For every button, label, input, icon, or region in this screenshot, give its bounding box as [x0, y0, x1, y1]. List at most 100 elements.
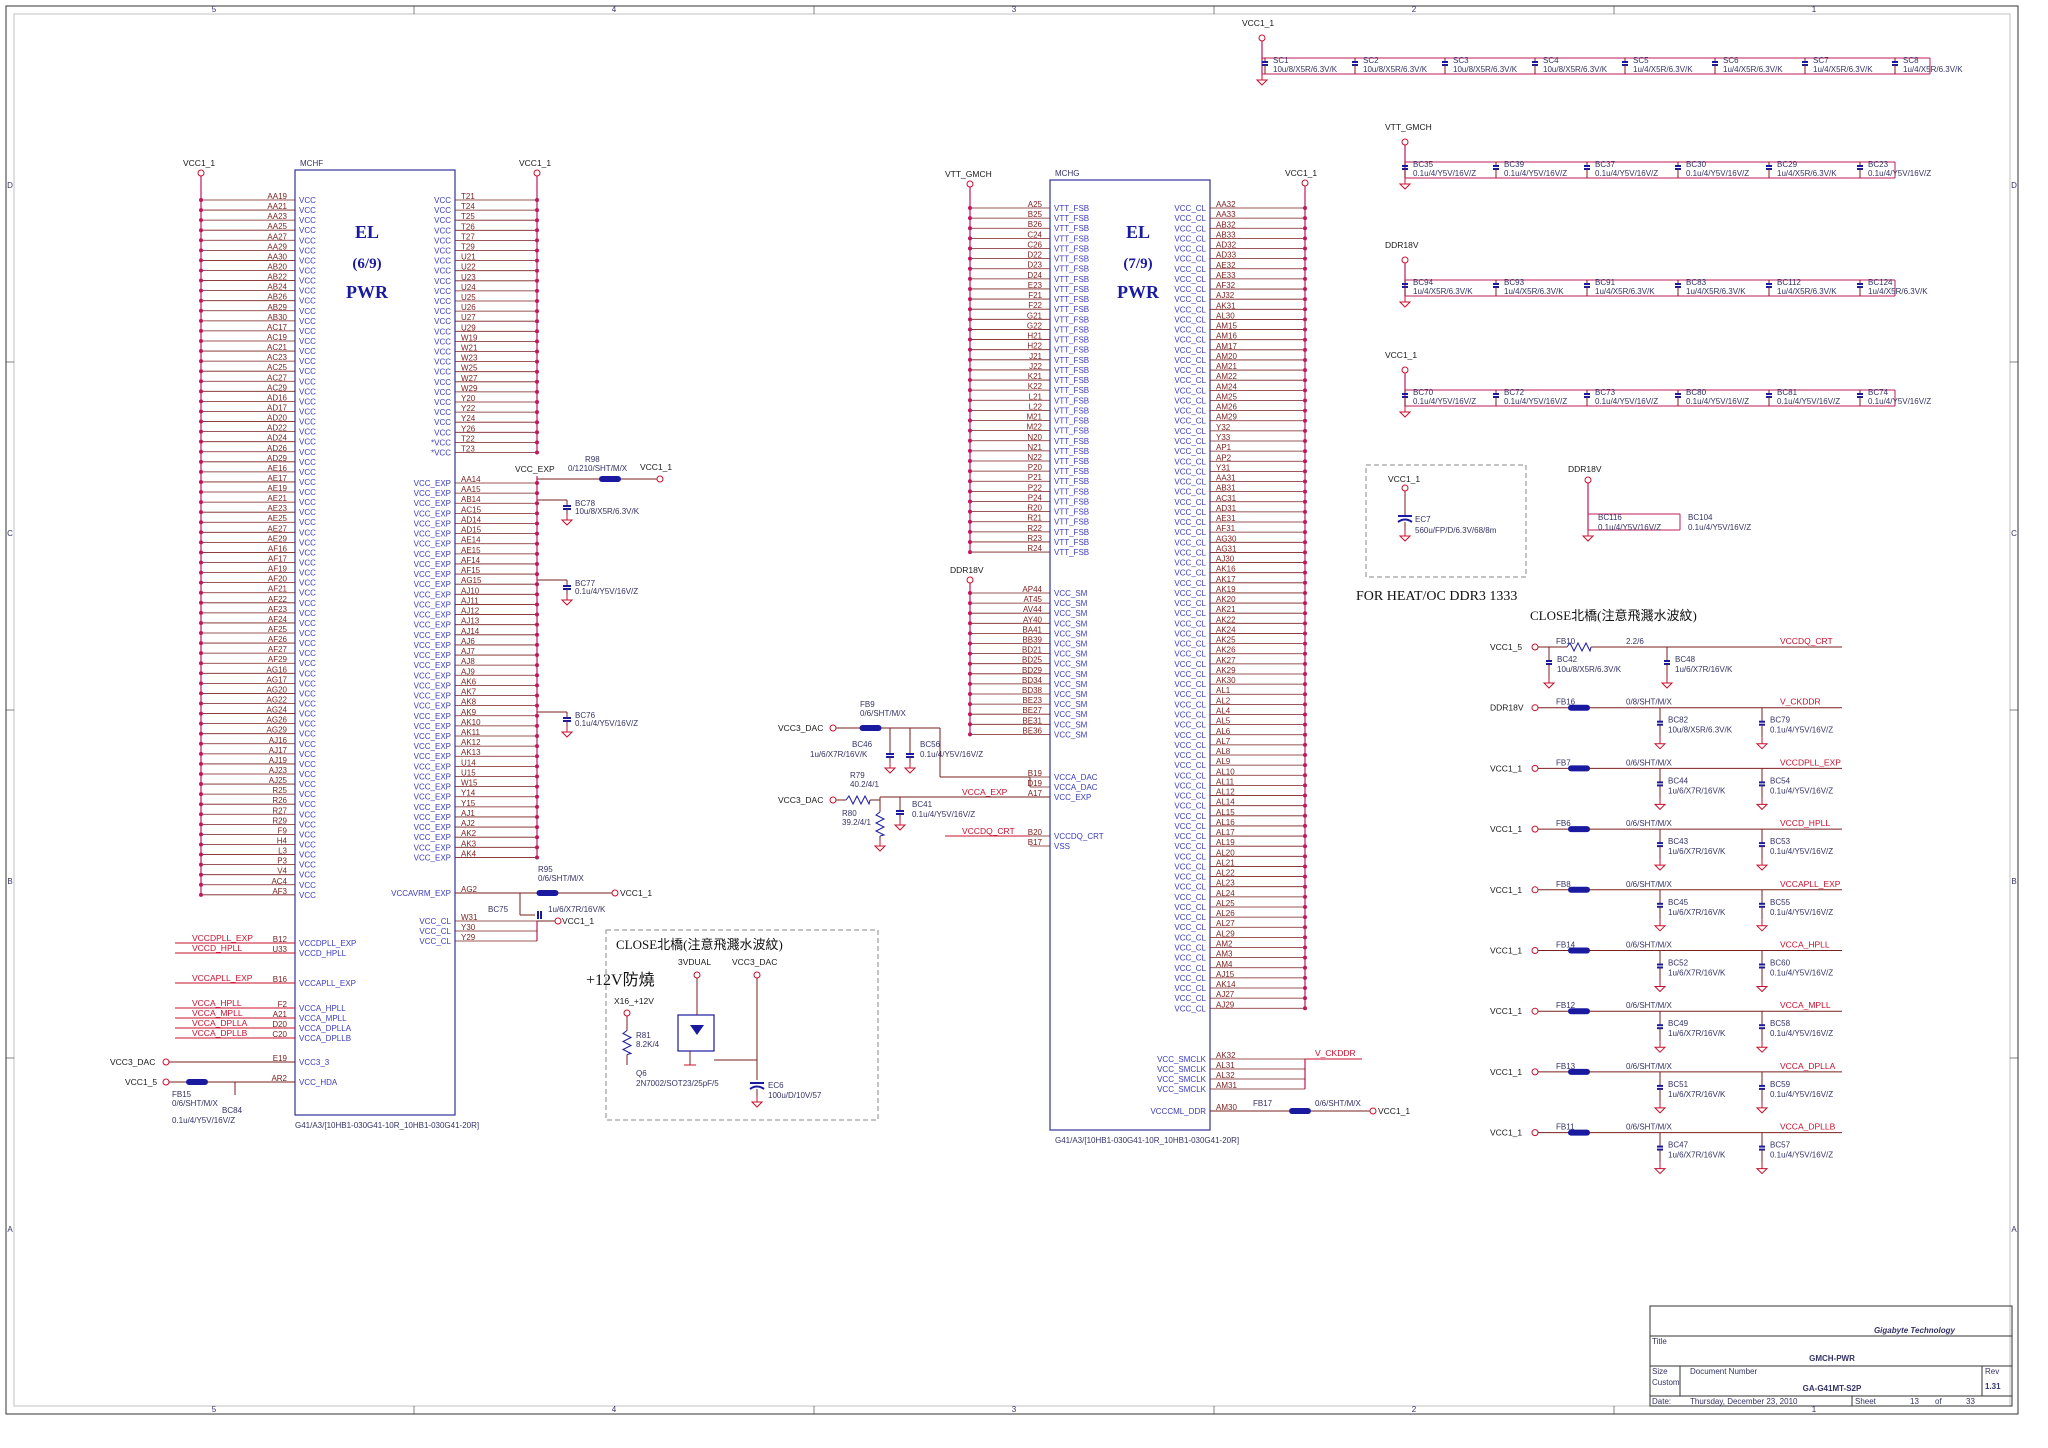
pin-dot — [199, 620, 203, 625]
pin-name: VCC — [299, 528, 316, 537]
pin-dot — [535, 723, 539, 728]
capacitor-value: 10u/8/X5R/6.3V/K — [1668, 726, 1733, 735]
pin-dot — [535, 612, 539, 617]
pin-dot — [1303, 449, 1307, 454]
pin-number: AF31 — [1216, 524, 1236, 533]
border-column-label: 3 — [1012, 1405, 1017, 1414]
pin-name: VCC — [299, 599, 316, 608]
border-row-label: A — [7, 1225, 13, 1234]
net-label: VCCA_DPLLB — [192, 1028, 248, 1038]
pin-name: VCC_EXP — [414, 611, 451, 620]
pin-name: VCC — [299, 317, 316, 326]
pin-number: BE31 — [1022, 716, 1042, 725]
pin-number: AL21 — [1216, 858, 1235, 867]
ground-symbol — [1755, 1168, 1769, 1175]
pin-name: VCC — [299, 438, 316, 447]
pin-number: AA30 — [267, 252, 287, 261]
capacitor-ref: BC54 — [1770, 776, 1791, 785]
pin-name: VCC — [299, 397, 316, 406]
capacitor-ref: BC70 — [1413, 388, 1434, 397]
pin-name: VTT_FSB — [1054, 447, 1089, 456]
pin-dot — [1303, 965, 1307, 970]
pin-name: VTT_FSB — [1054, 457, 1089, 466]
pin-name: VCC_SM — [1054, 640, 1088, 649]
pin-number: AB26 — [267, 293, 287, 302]
capacitor-ref: BC104 — [1688, 513, 1713, 522]
pin-name: VCC_CL — [1174, 761, 1206, 770]
pin-dot — [199, 610, 203, 615]
pin-name: VCC — [299, 226, 316, 235]
pin-name: VCC — [299, 790, 316, 799]
pin-number: R26 — [272, 796, 287, 805]
pin-name: VCCDQ_CRT — [1054, 832, 1104, 841]
capacitor-value: 10u/8/X5R/6.3V/K — [1363, 65, 1428, 74]
border-row-label: D — [7, 181, 13, 190]
filter-bead-ref: FB12 — [1556, 1001, 1576, 1010]
pin-number: AL11 — [1216, 777, 1235, 786]
net-label: VCC1_1 — [1490, 1067, 1522, 1077]
pin-number: AB31 — [1216, 484, 1236, 493]
pin-dot — [1303, 469, 1307, 474]
pin-number: AB30 — [267, 313, 287, 322]
connector-circle — [623, 1009, 631, 1017]
pin-number: Y22 — [461, 404, 476, 413]
pin-number: AG16 — [267, 665, 288, 674]
pin-number: W19 — [461, 333, 478, 342]
pin-dot — [199, 631, 203, 636]
pin-dot — [199, 550, 203, 555]
pin-name: VCC — [299, 861, 316, 870]
pin-dot — [1303, 570, 1307, 575]
pin-number: Y20 — [461, 394, 476, 403]
pin-name: VCC_CL — [1174, 711, 1206, 720]
net-label: VCC1_5 — [1490, 642, 1522, 652]
pin-number: AG30 — [1216, 534, 1237, 543]
pin-dot — [968, 509, 972, 514]
pin-name: VCC_CL — [1174, 629, 1206, 638]
net-label: X16_+12V — [614, 996, 654, 1006]
pin-number: AL10 — [1216, 767, 1235, 776]
pin-number: AF20 — [268, 575, 288, 584]
pin-number: AM20 — [1216, 352, 1237, 361]
pin-name: VCC — [434, 257, 451, 266]
pin-name: VCC_CL — [1174, 265, 1206, 274]
pin-name: VCC_SM — [1054, 589, 1088, 598]
ferrite-bead — [1568, 1008, 1590, 1015]
pin-name: VCC — [434, 247, 451, 256]
pin-name: VCC_CL — [1174, 548, 1206, 557]
pin-number: A17 — [1028, 789, 1043, 798]
pin-name: VTT_FSB — [1054, 437, 1089, 446]
pin-name: VCC — [299, 589, 316, 598]
pin-name: VCC_CL — [1174, 315, 1206, 324]
r79-value: 40.2/4/1 — [850, 780, 879, 789]
pin-number: Y15 — [461, 799, 476, 808]
pin-dot — [535, 501, 539, 506]
pin-name: VCC_EXP — [414, 530, 451, 539]
pin-name: VCC_SM — [1054, 700, 1088, 709]
pin-dot — [199, 228, 203, 233]
pin-dot — [1303, 287, 1307, 292]
q6-ref: Q6 — [636, 1069, 647, 1078]
net-label: VCC1_1 — [1490, 946, 1522, 956]
pin-number: W25 — [461, 364, 478, 373]
pin-number: L3 — [278, 847, 287, 856]
pin-name: VCC_CL — [1174, 609, 1206, 618]
pin-name: VCC — [299, 287, 316, 296]
pin-dot — [1303, 884, 1307, 889]
pin-dot — [968, 266, 972, 271]
pin-dot — [1303, 580, 1307, 585]
pin-dot — [535, 653, 539, 658]
pin-number: AK3 — [461, 839, 477, 848]
pin-dot — [535, 238, 539, 243]
size-label: Size — [1652, 1367, 1668, 1376]
r98-ref: R98 — [585, 455, 600, 464]
ground-symbol — [1653, 803, 1667, 811]
connector-circle — [1369, 1107, 1377, 1115]
pin-number: M21 — [1026, 413, 1042, 422]
pin-number: AK16 — [1216, 565, 1236, 574]
pin-number: T22 — [461, 434, 475, 443]
connector-circle — [829, 724, 837, 732]
ferrite-bead — [859, 725, 882, 731]
pin-dot — [1303, 347, 1307, 352]
pin-name: VCC_CL — [419, 937, 451, 946]
capacitor-ref: SC8 — [1903, 56, 1919, 65]
